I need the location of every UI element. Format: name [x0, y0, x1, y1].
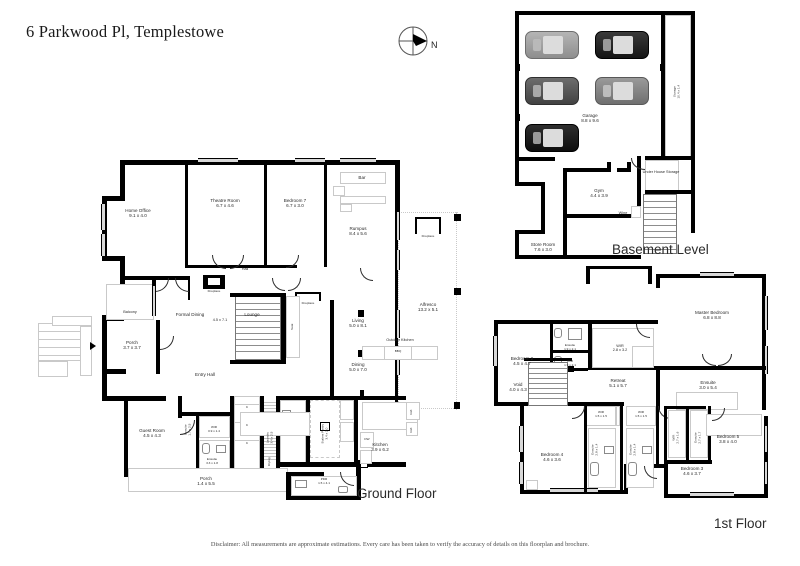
car-4	[595, 77, 649, 105]
room-entry-hall: Entry Hall	[195, 372, 215, 377]
label-formal-dining-dim: 4.5 x 7.1	[212, 318, 228, 322]
label-outdoor-kitchen: Outdoor Kitchen	[386, 338, 414, 342]
label-dw: DW	[364, 437, 370, 441]
ground-staircase	[235, 296, 281, 360]
basement-staircase	[643, 194, 677, 254]
ground-floor-caption: Ground Floor	[357, 486, 437, 501]
first-floor-caption: 1st Floor	[714, 516, 767, 531]
compass-north-icon	[396, 24, 430, 58]
label-fireplace-living: Fireplace	[301, 301, 315, 305]
label-c-3: C	[245, 441, 249, 445]
label-c-2: C	[245, 423, 249, 427]
label-fireplace-alfresco: Fireplace	[421, 234, 435, 238]
compass-label: N	[431, 40, 438, 50]
room-formal-dining: Formal Dining	[175, 312, 205, 317]
car-1	[525, 31, 579, 59]
car-2	[595, 31, 649, 59]
car-5	[525, 124, 579, 152]
label-c-1: C	[245, 405, 249, 409]
label-ref-1: Ref.	[409, 408, 414, 415]
disclaimer-text: Disclaimer: All measurements are approxi…	[210, 541, 590, 548]
room-balcony: Balcony	[123, 310, 137, 314]
basement-caption: Basement Level	[612, 242, 709, 257]
first-staircase	[528, 362, 568, 406]
label-fireplace-hall: Fireplace	[207, 289, 221, 293]
label-bbq: BBQ	[394, 349, 402, 353]
fireplace-alfresco	[415, 217, 441, 234]
label-drying: Drying	[267, 457, 272, 467]
label-ref-2: Ref.	[409, 426, 414, 433]
room-hall: Hall	[241, 267, 249, 271]
room-wine: Wine	[618, 211, 628, 215]
label-seat-entry: Seat	[290, 323, 295, 331]
car-3	[525, 77, 579, 105]
room-lounge: Lounge	[244, 312, 260, 317]
room-bar: Bar	[358, 175, 366, 180]
page-title: 6 Parkwood Pl, Templestowe	[26, 22, 225, 41]
room-under-house-storage: Under House Storage	[642, 170, 680, 174]
